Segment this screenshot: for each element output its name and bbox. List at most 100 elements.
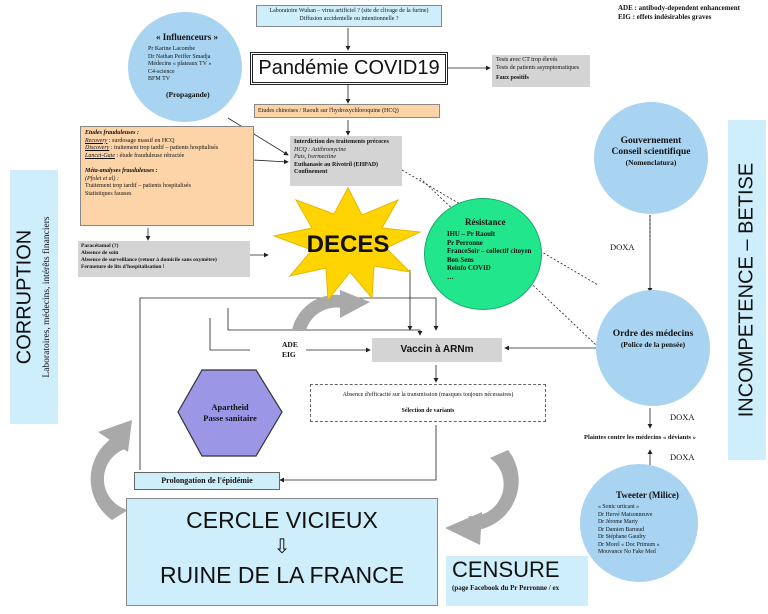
fraud-lancet-text: : étude frauduleuse rétractée bbox=[115, 152, 185, 159]
resistance-item: IHU – Pr Raoult bbox=[447, 231, 496, 238]
tweeter-name: « Sonic urticant » bbox=[598, 504, 640, 510]
paracetamol-line1: Paracétamol (?) bbox=[81, 243, 119, 249]
deces-label-wrap: DECES bbox=[296, 230, 400, 260]
doxa-label-3: DOXA bbox=[670, 452, 695, 462]
resistance-item: Pr Perronne bbox=[447, 239, 483, 247]
tweeter-circle: Tweeter (Milice) « Sonic urticant » Dr H… bbox=[580, 464, 698, 582]
arrow-influencers-ban bbox=[227, 117, 289, 156]
censure-sub: (page Facebook du Pr Perronne / ex bbox=[452, 584, 560, 592]
tweeter-name: Mouvance No Fake Med bbox=[598, 549, 656, 555]
paracetamol-line2: Absence de soin bbox=[81, 250, 119, 256]
government-title2: Conseil scientifique bbox=[611, 147, 691, 157]
fraud-meta-author: (Pfolet et al) : bbox=[85, 175, 119, 182]
absence-line2: Sélection de variants bbox=[401, 408, 455, 414]
cycle-arrow-right bbox=[468, 450, 519, 530]
pandemic-title: Pandémie COVID19 bbox=[258, 57, 440, 79]
influencers-circle: « Influenceurs » Pr Karine Lacombe Dr Na… bbox=[128, 12, 242, 122]
government-sub: (Nomenclatura) bbox=[625, 158, 677, 167]
corruption-title: CORRUPTION bbox=[13, 229, 36, 365]
apartheid-line2: Passe sanitaire bbox=[203, 413, 257, 423]
resistance-item: Reinfo COVID bbox=[447, 265, 491, 272]
government-title1: Gouvernement bbox=[620, 136, 682, 146]
studies-hcq-text: Etudes chinoises / Raoult sur l'hydroxyc… bbox=[258, 108, 399, 114]
arrow-fraud-ban bbox=[252, 159, 289, 165]
legend-eig: EIG : effets indésirables graves bbox=[618, 13, 712, 21]
vaccine-box: Vaccin à ARNm bbox=[372, 338, 502, 362]
censure-box: CENSURE (page Facebook du Pr Perronne / … bbox=[446, 556, 588, 606]
tweeter-name: Dr Stéphane Gaudry bbox=[598, 534, 646, 540]
origin-box: Laboratoire Wuhan – virus artificiel ? (… bbox=[256, 5, 442, 27]
loop-line-1 bbox=[209, 318, 250, 351]
government-circle: Gouvernement Conseil scientifique (Nomen… bbox=[594, 102, 708, 214]
tweeter-names: « Sonic urticant » Dr Hervé Maisonneuve … bbox=[598, 504, 698, 557]
fraud-discovery-label: Discovery bbox=[85, 145, 110, 151]
tweeter-title: Tweeter (Milice) bbox=[616, 490, 679, 500]
prolongation-text: Prolongation de l'épidémie bbox=[161, 476, 253, 485]
tests-line1: Tests avec CT trop élevés bbox=[496, 57, 558, 63]
origin-line2: Diffusion accidentelle ou intentionnelle… bbox=[299, 15, 399, 22]
ban-euthanasie: Euthanasie au Rivotril (EHPAD) bbox=[294, 161, 379, 168]
corruption-banner: CORRUPTION Laboratoires, médecins, intér… bbox=[10, 170, 58, 424]
tweeter-name: Dr Morel « Doc Primum » bbox=[598, 541, 660, 548]
influencer-name: C4-science bbox=[148, 68, 175, 75]
incompetence-banner: INCOMPETENCE – BETISE bbox=[728, 120, 766, 460]
ordre-circle: Ordre des médecins (Police de la pensée) bbox=[596, 290, 710, 406]
influencers-footer: (Propagande) bbox=[166, 89, 210, 99]
ban-box: Interdiction des traitements précoces HC… bbox=[290, 136, 402, 186]
paracetamol-line4: Fermeture de lits d'hospitalisation ! bbox=[81, 264, 165, 270]
resistance-circle: Résistance IHU – Pr Raoult Pr Perronne F… bbox=[424, 198, 542, 310]
tests-box: Tests avec CT trop élevés Tests de patie… bbox=[492, 55, 590, 87]
fraud-lancet-label: Lancet-Gate bbox=[85, 152, 115, 159]
tweeter-name: Dr Jérome Marty bbox=[598, 519, 638, 525]
cercle-box: CERCLE VICIEUX ⇩ RUINE DE LA FRANCE bbox=[126, 498, 438, 606]
absence-line1: Absence d'efficacité sur la transmission… bbox=[342, 392, 514, 398]
cercle-line1: CERCLE VICIEUX bbox=[186, 507, 378, 533]
fraud-discovery-text: : traitement trop tardif – patients hosp… bbox=[109, 145, 219, 151]
origin-line1: Laboratoire Wuhan – virus artificiel ? (… bbox=[269, 8, 429, 14]
arrow-absence-prolongation bbox=[279, 425, 437, 483]
tweeter-name: Dr Hervé Maisonneuve bbox=[598, 511, 653, 518]
resistance-item: … bbox=[447, 273, 454, 281]
loop-line-2 bbox=[227, 308, 423, 336]
legend-ade: ADE : antibody-dependent enhancement bbox=[618, 4, 740, 12]
vaccine-label: Vaccin à ARNm bbox=[400, 344, 474, 355]
fraud-box: Etudes frauduleuses : Recovery : surdosa… bbox=[80, 126, 254, 226]
ordre-sub: (Police de la pensée) bbox=[620, 340, 686, 349]
fraud-meta-line1: Traitement trop tardif – patients hospit… bbox=[85, 183, 191, 189]
fraud-recovery-text: : surdosage massif en HCQ bbox=[107, 137, 175, 144]
ban-hcq: HCQ : Azithromycine bbox=[294, 146, 346, 153]
plaintes-text: Plaintes contre les médecins « déviants … bbox=[584, 434, 696, 441]
resistance-item: FranceSoir – collectif citoyen bbox=[447, 248, 532, 255]
doxa-label-2: DOXA bbox=[670, 412, 695, 422]
cercle-arrow-icon: ⇩ bbox=[273, 536, 291, 558]
ordre-title: Ordre des médecins bbox=[612, 329, 694, 339]
censure-title: CENSURE bbox=[452, 557, 560, 582]
ban-confinement: Confinement bbox=[294, 169, 328, 175]
absence-box: Absence d'efficacité sur la transmission… bbox=[310, 384, 546, 422]
ban-title: Interdiction des traitements précoces bbox=[294, 139, 389, 145]
paracetamol-line3: Absence de surveillance (retour à domici… bbox=[81, 257, 217, 263]
influencer-name: Dr Nathan Peiffer Smadja bbox=[148, 53, 211, 60]
resistance-item: Bon Sens bbox=[447, 256, 474, 264]
influencers-names: Pr Karine Lacombe Dr Nathan Peiffer Smad… bbox=[148, 46, 242, 84]
incompetence-text: INCOMPETENCE – BETISE bbox=[735, 162, 758, 418]
fraud-meta-line2: Statistiques fausses bbox=[85, 190, 132, 197]
paracetamol-box: Paracétamol (?) Absence de soin Absence … bbox=[78, 241, 250, 277]
cycle-arrow-left bbox=[90, 438, 128, 520]
ban-ivermectine: Puis, Ivermectine bbox=[294, 154, 336, 160]
fraud-title: Etudes frauduleuses : bbox=[85, 130, 140, 136]
vaccine-ade: ADE bbox=[282, 340, 298, 349]
cercle-line2: RUINE DE LA FRANCE bbox=[159, 562, 405, 588]
prolongation-box: Prolongation de l'épidémie bbox=[134, 472, 280, 490]
corruption-sub: Laboratoires, médecins, intérêts financi… bbox=[42, 216, 52, 378]
ade-eig-labels: ADE EIG bbox=[282, 340, 298, 360]
tests-line2: Tests de patients asymptomatiques bbox=[496, 64, 580, 71]
cycle-arrows bbox=[90, 290, 519, 545]
tests-line3: Faux positifs bbox=[496, 75, 529, 81]
cycle-arrow-top bbox=[292, 294, 342, 330]
apartheid-line1: Apartheid bbox=[211, 402, 249, 412]
fraud-meta-title: Méta-analyses frauduleuses : bbox=[85, 168, 158, 174]
apartheid-text-wrap: Apartheid Passe sanitaire bbox=[190, 402, 270, 424]
pandemic-box: Pandémie COVID19 bbox=[250, 52, 448, 85]
fraud-recovery-label: Recovery bbox=[85, 137, 108, 144]
